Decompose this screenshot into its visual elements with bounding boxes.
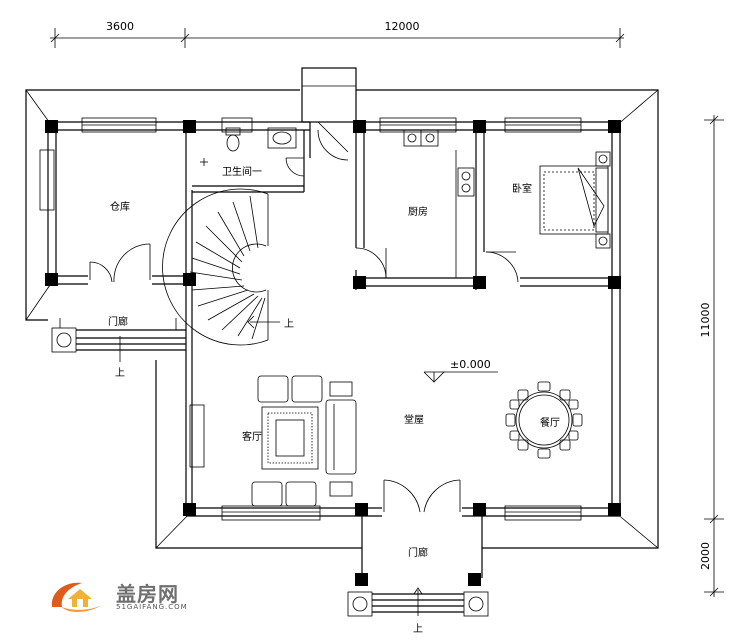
room-label-hall: 堂屋 bbox=[404, 414, 424, 426]
room-label-bathroom: 卫生间一 bbox=[222, 165, 262, 178]
spiral-staircase: 上 bbox=[162, 188, 294, 346]
doors bbox=[89, 121, 519, 513]
room-label-kitchen: 厨房 bbox=[408, 205, 428, 218]
windows bbox=[39, 117, 582, 521]
side-up-label: 上 bbox=[115, 367, 125, 379]
brand-url: 51GAIFANG.COM bbox=[116, 603, 188, 611]
brand-name: 盖房网 bbox=[116, 582, 179, 606]
dimension-top: 3600 12000 bbox=[50, 20, 625, 48]
front-porch-label: 门廊 bbox=[408, 546, 428, 559]
front-up-label: 上 bbox=[413, 623, 423, 635]
side-porch: 上 门廊 bbox=[51, 315, 186, 379]
kitchen-fixtures bbox=[403, 129, 475, 278]
dimension-label-11000: 11000 bbox=[699, 303, 712, 338]
walls bbox=[47, 121, 621, 517]
room-label-bedroom: 卧室 bbox=[512, 182, 532, 195]
dimension-label-2000: 2000 bbox=[699, 542, 712, 570]
chimney bbox=[301, 67, 357, 123]
room-label-living: 客厅 bbox=[242, 430, 262, 443]
side-porch-label: 门廊 bbox=[108, 315, 128, 328]
dimension-label-3600: 3600 bbox=[106, 20, 134, 33]
double-bed bbox=[539, 151, 611, 249]
dimension-right: 11000 2000 bbox=[699, 115, 724, 597]
brand-logo-icon bbox=[51, 582, 102, 612]
dining-table bbox=[505, 381, 583, 459]
elevation-marker: ±0.000 bbox=[423, 358, 498, 383]
stairs-up-label: 上 bbox=[284, 318, 294, 330]
front-porch: 上 门廊 bbox=[347, 516, 489, 635]
room-label-storage: 仓库 bbox=[110, 200, 130, 213]
roof-outline bbox=[25, 89, 659, 549]
bathroom-fixtures bbox=[200, 127, 297, 166]
dimension-label-12000: 12000 bbox=[385, 20, 420, 33]
elevation-label: ±0.000 bbox=[450, 358, 491, 371]
room-label-dining: 餐厅 bbox=[540, 416, 560, 429]
room-labels: 仓库 卫生间一 厨房 卧室 堂屋 客厅 餐厅 bbox=[110, 165, 560, 443]
living-room-furniture bbox=[251, 375, 357, 507]
columns bbox=[45, 120, 621, 586]
